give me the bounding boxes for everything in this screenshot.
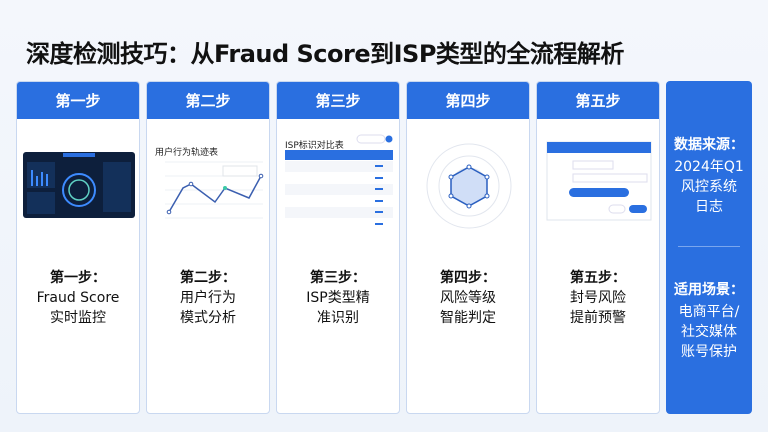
step-desc: ISP类型精 <box>306 290 370 306</box>
step-desc: 实时监控 <box>50 310 106 326</box>
step-card-3: 第三步 ISP标识对比表 第三步： ISP类型精准识别 <box>276 81 400 414</box>
step-label: 第三步： <box>310 270 366 286</box>
step-desc: 风险等级 <box>440 290 496 306</box>
scene-text: 电商平台/ <box>678 304 740 320</box>
scene-text: 社交媒体 <box>681 324 737 340</box>
step-label: 第二步： <box>180 270 236 286</box>
step-header: 第五步 <box>537 82 659 119</box>
step-header: 第四步 <box>407 82 529 119</box>
step-desc: 准识别 <box>317 310 359 326</box>
step-header: 第二步 <box>147 82 269 119</box>
alert-dialog-thumbnail <box>546 141 652 221</box>
step-label: 第五步： <box>570 270 626 286</box>
line-chart-thumbnail <box>165 161 264 219</box>
step-label: 第一步： <box>50 270 106 286</box>
step-card-4: 第四步 第四步： 风险等级智能判定 <box>406 81 530 414</box>
thumb-title: ISP标识对比表 <box>285 141 344 151</box>
step-card-5: 第五步 第五步： 封号风险提前预警 <box>536 81 660 414</box>
step-card-2: 第二步 用户行为轨迹表 第二步： 用户行为模式分析 <box>146 81 270 414</box>
source-text: 2024年Q1 <box>674 159 744 175</box>
step-desc: 模式分析 <box>180 310 236 326</box>
radar-chart-thumbnail <box>426 143 512 229</box>
dashboard-thumbnail <box>23 152 135 218</box>
scene-text: 账号保护 <box>681 344 737 360</box>
source-text: 风控系统 <box>681 179 737 195</box>
step-card-1: 第一步 第一步： Fraud Score 实时监控 <box>16 81 140 414</box>
page-title: 深度检测技巧：从Fraud Score到ISP类型的全流程解析 <box>26 40 624 68</box>
step-desc: 用户行为 <box>180 290 236 306</box>
step-header: 第三步 <box>277 82 399 119</box>
step-desc: Fraud Score <box>36 290 120 306</box>
step-label: 第四步： <box>440 270 496 286</box>
scene-label: 适用场景： <box>674 282 744 298</box>
info-panel: 数据来源： 2024年Q1 风控系统 日志 适用场景： 电商平台/ 社交媒体 账… <box>666 81 752 414</box>
source-text: 日志 <box>695 199 723 215</box>
step-desc: 智能判定 <box>440 310 496 326</box>
step-desc: 封号风险 <box>570 290 626 306</box>
step-desc: 提前预警 <box>570 310 626 326</box>
thumb-title: 用户行为轨迹表 <box>155 148 219 158</box>
source-label: 数据来源： <box>674 137 744 153</box>
divider <box>678 246 740 247</box>
table-thumbnail <box>285 134 393 225</box>
step-header: 第一步 <box>17 82 139 119</box>
